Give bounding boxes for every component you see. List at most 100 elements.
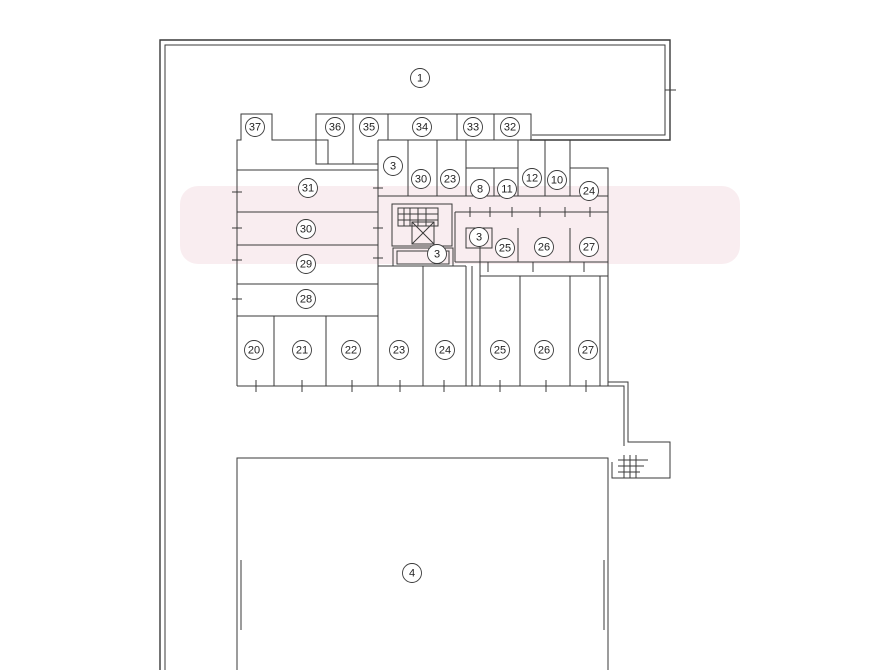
room-marker: 3 [469,227,489,247]
room-number-label: 24 [439,345,451,357]
room-number-label: 23 [393,345,405,357]
room-marker: 22 [341,340,361,360]
room-marker: 3 [383,156,403,176]
room-marker-circle [579,181,599,201]
room-marker: 37 [245,117,265,137]
room-number-label: 3 [434,249,440,261]
room-marker-circle [534,237,554,257]
room-marker: 24 [579,181,599,201]
room-number-label: 26 [538,242,550,254]
room-marker-circle [298,178,318,198]
room-marker: 33 [463,117,483,137]
room-marker-circle [495,238,515,258]
room-marker: 35 [359,117,379,137]
room-number-label: 20 [248,345,260,357]
room-number-label: 31 [302,183,314,195]
room-number-label: 35 [363,122,375,134]
room-marker: 3 [427,244,447,264]
room-number-label: 26 [538,345,550,357]
room-marker-circle [497,179,517,199]
room-marker-circle [389,340,409,360]
room-number-label: 32 [504,122,516,134]
room-number-label: 21 [296,345,308,357]
room-marker: 11 [497,179,517,199]
room-number-label: 3 [390,161,396,173]
room-marker-circle [440,169,460,189]
room-marker: 26 [534,340,554,360]
room-number-label: 37 [249,122,261,134]
room-marker: 1 [410,68,430,88]
room-marker-circle [579,237,599,257]
room-number-label: 25 [494,345,506,357]
room-marker-circle [296,289,316,309]
room-marker: 26 [534,237,554,257]
room-marker-circle [412,117,432,137]
room-marker-circle [411,169,431,189]
room-marker-circle [402,563,422,583]
blurred-band [180,186,740,264]
room-marker: 23 [389,340,409,360]
room-marker-circle [245,117,265,137]
room-marker: 32 [500,117,520,137]
room-marker-circle [427,244,447,264]
room-marker: 30 [296,219,316,239]
room-marker: 4 [402,563,422,583]
room-number-label: 12 [526,173,538,185]
room-marker-circle [547,170,567,190]
room-marker-circle [341,340,361,360]
room-marker: 23 [440,169,460,189]
room-number-label: 25 [499,243,511,255]
room-marker: 28 [296,289,316,309]
room-number-label: 11 [501,184,512,196]
room-marker-circle [296,219,316,239]
room-marker: 29 [296,254,316,274]
room-marker-circle [244,340,264,360]
room-number-label: 22 [345,345,357,357]
external-stair [608,381,671,479]
room-number-label: 28 [300,294,312,306]
room-number-label: 29 [300,259,312,271]
room-marker-circle [325,117,345,137]
room-marker-circle [383,156,403,176]
room-marker-circle [522,168,542,188]
room-number-label: 1 [417,73,423,85]
room-marker: 25 [490,340,510,360]
room-marker: 10 [547,170,567,190]
room-marker-circle [292,340,312,360]
room-number-label: 27 [583,242,595,254]
room-number-label: 3 [476,232,482,244]
room-number-label: 10 [551,175,563,187]
room-number-label: 36 [329,122,341,134]
room-number-label: 8 [477,184,483,196]
room-marker: 25 [495,238,515,258]
room-marker-circle [490,340,510,360]
room-marker-circle [500,117,520,137]
lower-block [236,457,609,670]
room-number-label: 23 [444,174,456,186]
room-marker: 21 [292,340,312,360]
room-marker-circle [410,68,430,88]
room-marker: 27 [578,340,598,360]
room-marker: 30 [411,169,431,189]
room-marker: 31 [298,178,318,198]
room-marker: 20 [244,340,264,360]
room-number-label: 24 [583,186,595,198]
room-number-label: 4 [409,568,415,580]
upper-block [232,113,609,392]
room-number-label: 30 [300,224,312,236]
room-marker-circle [578,340,598,360]
room-number-label: 33 [467,122,479,134]
room-marker: 12 [522,168,542,188]
room-marker-circle [534,340,554,360]
site-outline [159,39,676,670]
room-marker-circle [435,340,455,360]
room-marker-circle [359,117,379,137]
room-marker: 24 [435,340,455,360]
room-marker-circle [463,117,483,137]
room-marker-circle [296,254,316,274]
room-marker-circle [470,179,490,199]
room-marker: 36 [325,117,345,137]
room-marker: 34 [412,117,432,137]
